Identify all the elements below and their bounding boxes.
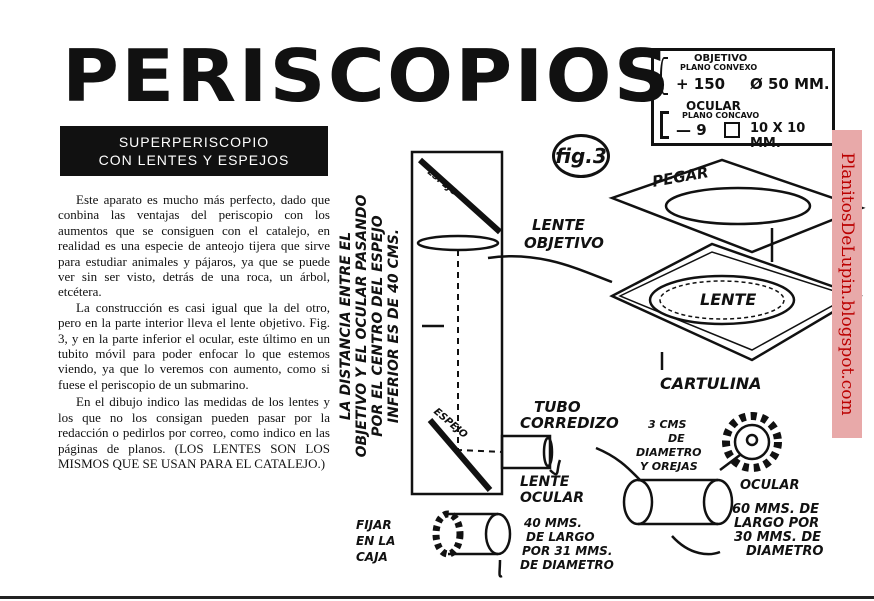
blog-watermark-text: PlanitosDeLupin.blogspot.com [837,152,857,416]
banner-line-2: CON LENTES Y ESPEJOS [98,152,290,168]
objetivo-subtitle: PLANO CONVEXO [680,63,758,72]
arrow-dims-bottom [498,559,503,578]
objective-lens [416,234,500,252]
lens-seat-dashed [659,280,785,320]
objetivo-power: + 150 [676,75,726,93]
bottom-mirror [427,418,493,492]
label-dims-right-2: LARGO POR [734,516,820,531]
label-dims-right-1: 60 MMS. DE [732,502,819,517]
label-orejas-1: 3 CMS [648,418,687,431]
distance-note-line-1: LA DISTANCIA ENTRE EL [338,231,354,421]
periscope-tube [410,150,504,496]
label-dims-bottom-3: POR 31 MMS. [522,544,613,558]
arrow-lente-objetivo [487,254,613,284]
lens-seat [648,274,796,326]
blog-watermark: PlanitosDeLupin.blogspot.com [832,130,862,438]
label-tubo-1: TUBO [534,398,581,416]
label-dims-bottom-1: 40 MMS. [524,516,582,530]
label-lente-objetivo-2: OBJETIVO [524,234,604,252]
figure-label: fig.3 [552,134,610,178]
arrow-dims-right [671,535,721,556]
label-fijar-2: EN LA [356,534,396,548]
article-body: Este aparato es mucho más perfecto, dado… [58,192,330,471]
ocular-gear-outer [722,412,782,472]
ocular-gear-center [745,433,759,447]
ocular-size: 10 X 10 MM. [750,121,806,151]
lens-specs-box: OBJETIVO PLANO CONVEXO + 150 Ø 50 MM. OC… [651,48,835,151]
label-lente-objetivo-1: LENTE [532,216,585,234]
label-lente: LENTE [700,290,757,309]
distance-note-line-2: OBJETIVO Y EL OCULAR PASANDO [354,194,370,458]
cardboard-top [608,158,866,254]
light-path [457,250,503,453]
page-title: PERISCOPIOS [62,34,672,118]
label-orejas-3: DIAMETRO [636,446,702,459]
arrow-tubo [595,446,641,481]
right-cylinder-end [622,478,654,526]
objetivo-diameter: Ø 50 MM. [750,75,830,93]
ocular-power: — 9 [676,121,707,139]
ocular-lens [542,436,554,468]
section-banner: SUPERPERISCOPIO CON LENTES Y ESPEJOS [60,126,328,176]
label-orejas-4: Y OREJAS [640,460,698,473]
right-cylinder-end-2 [702,478,734,526]
convex-lens-icon [660,57,668,95]
concave-lens-icon [660,111,669,139]
ocular-title: OCULAR [686,99,741,113]
bottom-cylinder-end [484,512,512,556]
page-bottom-rule [0,596,874,599]
square-size-icon [724,122,740,138]
top-mirror [417,157,503,235]
arrow-ocular [719,454,741,471]
ocular-gear-inner [733,423,771,461]
label-lente-ocular-2: OCULAR [520,490,585,506]
label-dims-right-3: 30 MMS. DE [734,530,821,545]
label-ocular: OCULAR [740,478,800,493]
label-fijar-3: CAJA [356,550,388,564]
ocular-subtitle: PLANO CONCAVO [682,111,760,120]
label-dims-bottom-2: DE LARGO [526,530,595,544]
distance-note-line-4: INFERIOR ES DE 40 CMS. [386,228,402,424]
article-paragraph-1: Este aparato es mucho más perfecto, dado… [58,192,330,300]
label-dims-right-4: DIAMETRO [746,544,824,559]
label-tubo-2: CORREDIZO [520,414,619,432]
bottom-cylinder-tabs [432,510,464,558]
article-paragraph-3: En el dibujo indico las medidas de los l… [58,394,330,471]
label-fijar-1: FIJAR [356,518,392,532]
label-cartulina: CARTULINA [660,374,762,393]
article-paragraph-2: La construcción es casi igual que la del… [58,299,330,392]
distance-note-line-3: POR EL CENTRO DEL ESPEJO [370,215,386,437]
distance-note: LA DISTANCIA ENTRE EL OBJETIVO Y EL OCUL… [338,176,402,476]
arrow-lente-ocular [549,459,562,476]
label-dims-bottom-4: DE DIAMETRO [520,558,614,572]
objetivo-title: OBJETIVO [694,53,748,64]
banner-line-1: SUPERPERISCOPIO [118,134,270,150]
top-cutout [664,186,812,226]
label-lente-ocular-1: LENTE [520,474,570,490]
label-orejas-2: DE [668,432,685,445]
